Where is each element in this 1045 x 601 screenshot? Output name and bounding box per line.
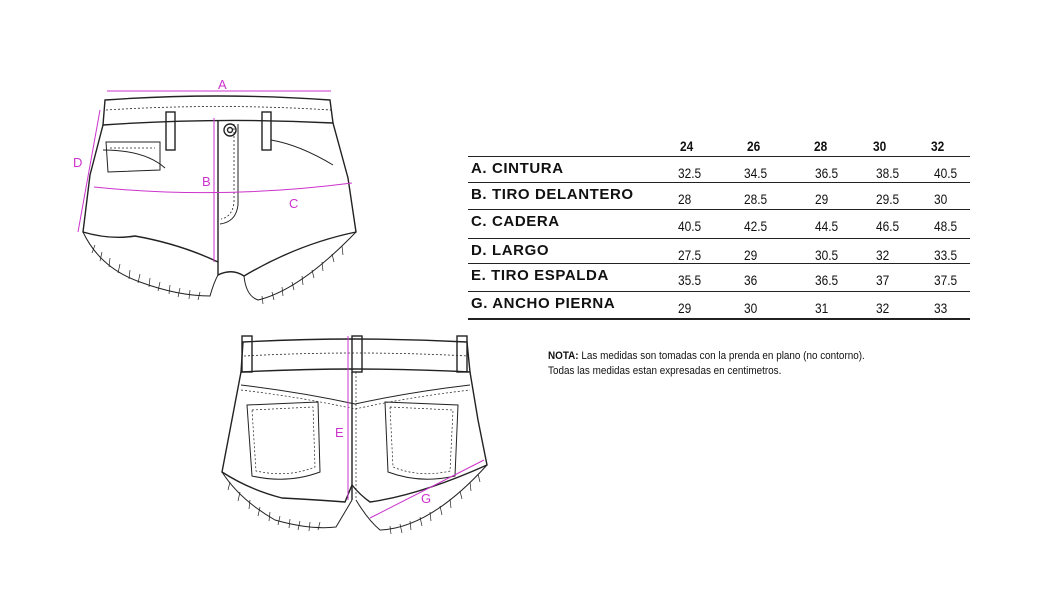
size-header: 30 <box>873 138 887 154</box>
diagram-label-e: E <box>335 425 344 440</box>
value-cell: 31 <box>815 300 829 316</box>
diagram-label-d: D <box>73 155 82 170</box>
value-cell: 42.5 <box>744 218 768 234</box>
value-cell: 28 <box>678 191 692 207</box>
table-row: G. ANCHO PIERNA 29 30 31 32 33 <box>468 291 970 320</box>
diagram-label-b: B <box>202 174 211 189</box>
value-cell: 40.5 <box>934 165 958 181</box>
table-row: B. TIRO DELANTERO 28 28.5 29 29.5 30 <box>468 182 970 209</box>
value-cell: 30 <box>744 300 758 316</box>
value-cell: 36.5 <box>815 165 839 181</box>
row-label: C. CADERA <box>471 213 560 230</box>
row-label: G. ANCHO PIERNA <box>471 295 616 312</box>
table-row: D. LARGO 27.5 29 30.5 32 33.5 <box>468 238 970 265</box>
value-cell: 30 <box>934 191 948 207</box>
value-cell: 32 <box>876 247 890 263</box>
measure-line-g <box>369 459 485 519</box>
value-cell: 48.5 <box>934 218 958 234</box>
value-cell: 33 <box>934 300 948 316</box>
measure-line-c <box>93 182 353 194</box>
value-cell: 32.5 <box>678 165 702 181</box>
size-header: 32 <box>931 138 945 154</box>
value-cell: 37.5 <box>934 272 958 288</box>
note-line-2: Todas las medidas estan expresadas en ce… <box>548 365 782 377</box>
diagram-label-g: G <box>421 491 431 506</box>
value-cell: 29 <box>678 300 692 316</box>
value-cell: 35.5 <box>678 272 702 288</box>
value-cell: 27.5 <box>678 247 702 263</box>
front-measurements <box>77 90 353 262</box>
value-cell: 44.5 <box>815 218 839 234</box>
value-cell: 37 <box>876 272 890 288</box>
diagram-label-c: C <box>289 196 298 211</box>
row-label: A. CINTURA <box>471 160 564 177</box>
row-label: E. TIRO ESPALDA <box>471 267 609 284</box>
table-row: E. TIRO ESPALDA 35.5 36 36.5 37 37.5 <box>468 263 970 290</box>
back-measurements <box>347 336 485 519</box>
diagram-label-a: A <box>218 77 227 92</box>
row-label: D. LARGO <box>471 242 550 259</box>
value-cell: 36.5 <box>815 272 839 288</box>
front-shorts-sketch <box>82 95 357 305</box>
value-cell: 32 <box>876 300 890 316</box>
row-label: B. TIRO DELANTERO <box>471 186 634 203</box>
value-cell: 29.5 <box>876 191 900 207</box>
measurement-note: NOTA: Las medidas son tomadas con la pre… <box>548 349 865 379</box>
value-cell: 29 <box>815 191 829 207</box>
value-cell: 33.5 <box>934 247 958 263</box>
table-row: A. CINTURA 32.5 34.5 36.5 38.5 40.5 <box>468 156 970 183</box>
value-cell: 46.5 <box>876 218 900 234</box>
size-header: 28 <box>814 138 828 154</box>
value-cell: 40.5 <box>678 218 702 234</box>
size-header: 24 <box>680 138 694 154</box>
table-row: C. CADERA 40.5 42.5 44.5 46.5 48.5 <box>468 209 970 236</box>
value-cell: 34.5 <box>744 165 768 181</box>
size-header: 26 <box>747 138 761 154</box>
value-cell: 38.5 <box>876 165 900 181</box>
note-line-1: Las medidas son tomadas con la prenda en… <box>578 350 865 362</box>
measure-line-d <box>77 109 101 233</box>
value-cell: 29 <box>744 247 758 263</box>
value-cell: 30.5 <box>815 247 839 263</box>
value-cell: 36 <box>744 272 758 288</box>
note-prefix: NOTA: <box>548 350 579 362</box>
value-cell: 28.5 <box>744 191 768 207</box>
back-shorts-sketch <box>221 335 488 535</box>
